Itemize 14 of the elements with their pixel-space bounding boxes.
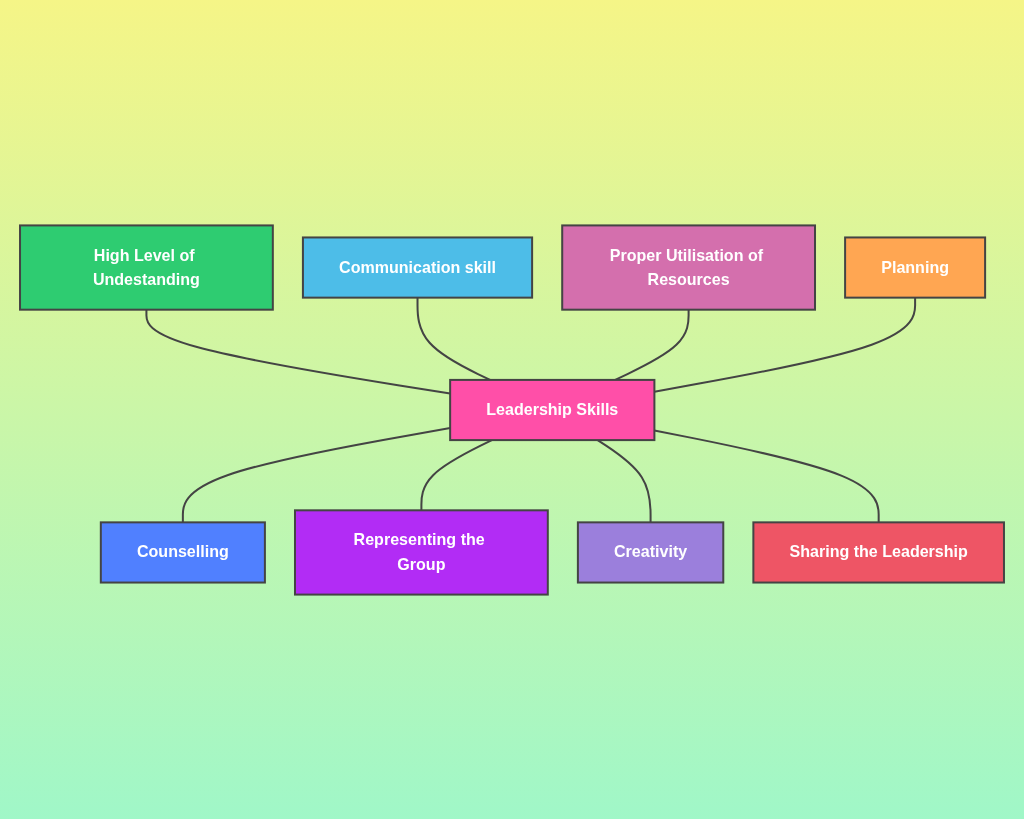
connector bbox=[654, 428, 880, 522]
connector bbox=[654, 297, 917, 393]
node-box bbox=[99, 520, 266, 584]
connector bbox=[181, 426, 451, 522]
node-box bbox=[294, 508, 549, 596]
connector bbox=[145, 309, 451, 395]
diagram: High Level of Undestanding Communication skill Proper Utilisation of Resources Planning Leadership Skills Counselling Representing the Group Creativity Sharing the Leadership bbox=[12, 9, 1012, 810]
node-box bbox=[561, 223, 816, 311]
node-box bbox=[19, 223, 274, 311]
node-box bbox=[449, 378, 656, 441]
node-box bbox=[576, 520, 725, 584]
node-box bbox=[752, 520, 1005, 584]
node-box bbox=[844, 235, 987, 299]
node-box bbox=[301, 235, 534, 299]
